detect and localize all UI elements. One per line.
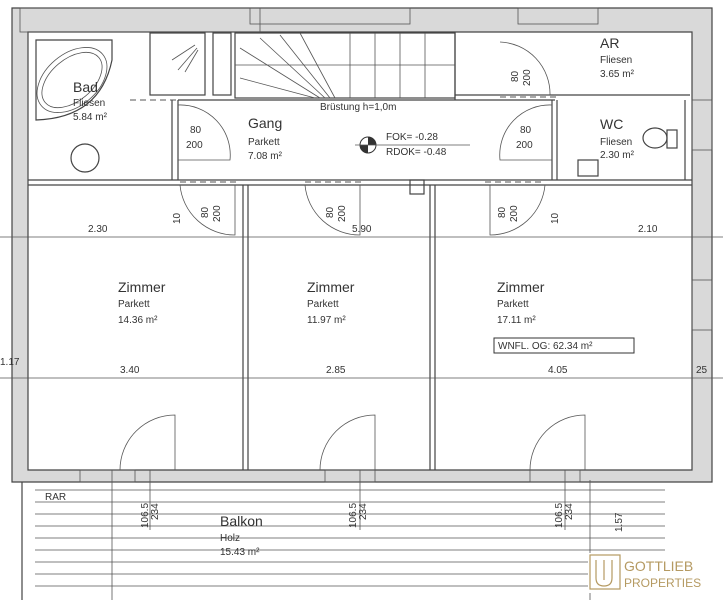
balcony-door-height: 234 [564, 503, 575, 520]
dim-top-3: 2.10 [638, 224, 658, 235]
room-area: 11.97 m² [307, 315, 346, 326]
cabinet [212, 32, 232, 96]
room-area: 15.43 m² [220, 547, 260, 558]
wnfl-total: WNFL. OG: 62.34 m² [498, 341, 593, 352]
room-ar: AR Fliesen 3.65 m² [600, 35, 635, 80]
room-gang: Gang Parkett 7.08 m² [248, 115, 283, 162]
room-floor: Holz [220, 533, 240, 544]
level-marker-icon [355, 136, 470, 154]
wc-sink-icon [577, 159, 599, 177]
dim-small: 10 [550, 212, 561, 224]
wnfl-box [493, 337, 635, 354]
balcony-door-width: 106.5 [140, 503, 151, 528]
toilet-icon [642, 127, 678, 149]
dim-mid-2: 2.85 [326, 365, 346, 376]
room-zimmer-3: Zimmer Parkett 17.11 m² [497, 279, 545, 326]
balcony-deck [21, 470, 665, 600]
outer-walls [11, 7, 713, 483]
room-balkon: Balkon Holz 15.43 m² [220, 513, 263, 558]
rar-label: RAR [45, 492, 66, 503]
room-name: Zimmer [307, 279, 355, 295]
dim-mid-3: 4.05 [548, 365, 568, 376]
logo-line1: GOTTLIEB [624, 558, 693, 574]
interior-walls [28, 32, 692, 470]
room-wc: WC Fliesen 2.30 m² [600, 116, 635, 161]
room-name: Bad [73, 79, 98, 95]
room-floor: Fliesen [600, 137, 632, 148]
dim-small: 10 [172, 212, 183, 224]
dim-right: 25 [696, 365, 708, 376]
logo-mark-icon [589, 554, 621, 590]
dim-left: 1.17 [0, 357, 20, 368]
room-floor: Parkett [118, 299, 150, 310]
dimension-labels: 2.30 5.90 2.10 3.40 2.85 4.05 1.17 25 1.… [0, 212, 708, 532]
dim-top-2: 5.90 [352, 224, 372, 235]
room-floor: Fliesen [73, 98, 105, 109]
room-name: AR [600, 35, 619, 51]
door-width: 80 [520, 125, 532, 136]
room-name: Gang [248, 115, 282, 131]
room-area: 5.84 m² [73, 112, 108, 123]
gottlieb-logo: GOTTLIEB PROPERTIES [588, 553, 720, 593]
room-area: 14.36 m² [118, 315, 158, 326]
stairs-icon [234, 32, 456, 99]
dim-top-1: 2.30 [88, 224, 108, 235]
door-height: 200 [212, 205, 223, 222]
balcony-door-width: 106.5 [348, 503, 359, 528]
logo-line2: PROPERTIES [624, 576, 701, 590]
dim-mid-1: 3.40 [120, 365, 140, 376]
balcony-door-height: 234 [358, 503, 369, 520]
room-name: WC [600, 116, 623, 132]
room-floor: Parkett [497, 299, 529, 310]
door-height: 200 [337, 205, 348, 222]
bathtub-icon [35, 39, 113, 121]
room-name: Zimmer [497, 279, 545, 295]
room-name: Balkon [220, 513, 263, 529]
room-area: 3.65 m² [600, 69, 635, 80]
door-width: 80 [190, 125, 202, 136]
door-width: 80 [510, 70, 521, 82]
shower-icon [149, 32, 206, 96]
door-height: 200 [516, 140, 533, 151]
door-height: 200 [186, 140, 203, 151]
sink-icon [70, 143, 100, 173]
balcony-door-height: 234 [150, 503, 161, 520]
room-area: 17.11 m² [497, 315, 536, 326]
door-swings [119, 41, 586, 471]
brustung-note: Brüstung h=1,0m [320, 102, 396, 113]
room-floor: Fliesen [600, 55, 632, 66]
room-floor: Parkett [307, 299, 339, 310]
rdok-level: RDOK= -0.48 [386, 147, 447, 158]
room-area: 2.30 m² [600, 150, 635, 161]
room-area: 7.08 m² [248, 151, 283, 162]
room-name: Zimmer [118, 279, 166, 295]
balcony-door-width: 106.5 [554, 503, 565, 528]
door-labels: 80 200 80 200 80 200 80 200 80 200 80 20… [140, 69, 575, 528]
dimension-lines [0, 236, 723, 600]
door-width: 80 [200, 206, 211, 218]
room-bad: Bad Fliesen 5.84 m² [73, 79, 108, 123]
fok-level: FOK= -0.28 [386, 132, 438, 143]
door-height: 200 [522, 69, 533, 86]
door-width: 80 [497, 206, 508, 218]
door-height: 200 [509, 205, 520, 222]
room-zimmer-1: Zimmer Parkett 14.36 m² [118, 279, 166, 326]
room-zimmer-2: Zimmer Parkett 11.97 m² [307, 279, 355, 326]
room-floor: Parkett [248, 137, 280, 148]
dim-balcony-depth: 1.57 [614, 512, 625, 532]
fixtures [35, 32, 678, 177]
door-width: 80 [325, 206, 336, 218]
